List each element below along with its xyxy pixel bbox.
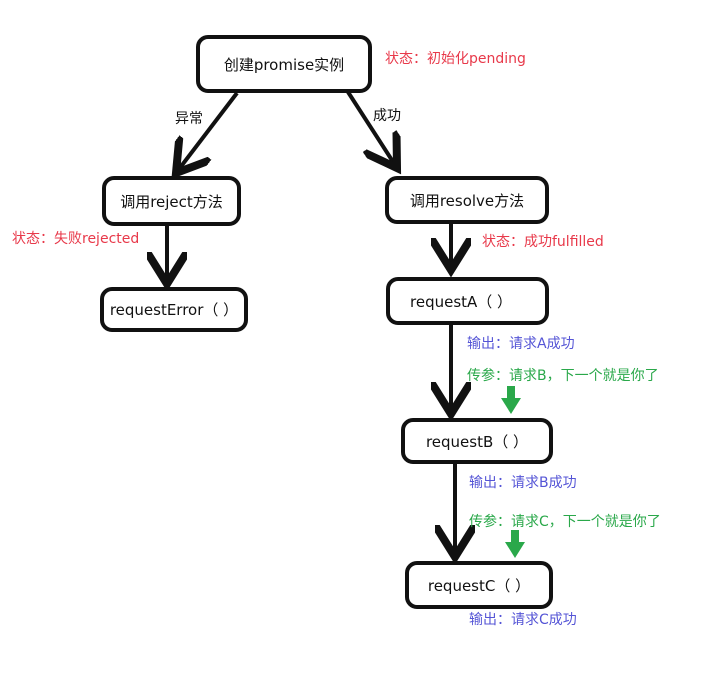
- call-resolve-node: 调用resolve方法: [385, 176, 549, 224]
- call-reject-node: 调用reject方法: [102, 176, 241, 226]
- pass-param-b-label: 传参：请求B，下一个就是你了: [467, 368, 659, 384]
- request-a-node: requestA（ ）: [386, 277, 549, 325]
- edge-label-exception: 异常: [175, 111, 203, 127]
- request-error-node: requestError（ ）: [100, 287, 248, 332]
- state-rejected-label: 状态：失败rejected: [12, 231, 140, 247]
- edge-label-success: 成功: [373, 108, 401, 124]
- output-a-label: 输出：请求A成功: [467, 336, 575, 352]
- state-fulfilled-label: 状态：成功fulfilled: [482, 234, 604, 250]
- green-arrow-icon: [501, 386, 521, 414]
- pass-param-c-label: 传参：请求C，下一个就是你了: [469, 514, 661, 530]
- output-b-label: 输出：请求B成功: [469, 475, 577, 491]
- request-b-node: requestB（ ）: [401, 418, 553, 464]
- arrow-create-to-reject: [176, 91, 239, 173]
- output-c-label: 输出：请求C成功: [469, 612, 577, 628]
- request-c-node: requestC（ ）: [405, 561, 553, 609]
- arrow-create-to-resolve: [346, 90, 397, 168]
- state-pending-label: 状态：初始化pending: [385, 51, 526, 67]
- create-promise-node: 创建promise实例: [196, 35, 372, 93]
- green-arrow-icon: [505, 530, 525, 558]
